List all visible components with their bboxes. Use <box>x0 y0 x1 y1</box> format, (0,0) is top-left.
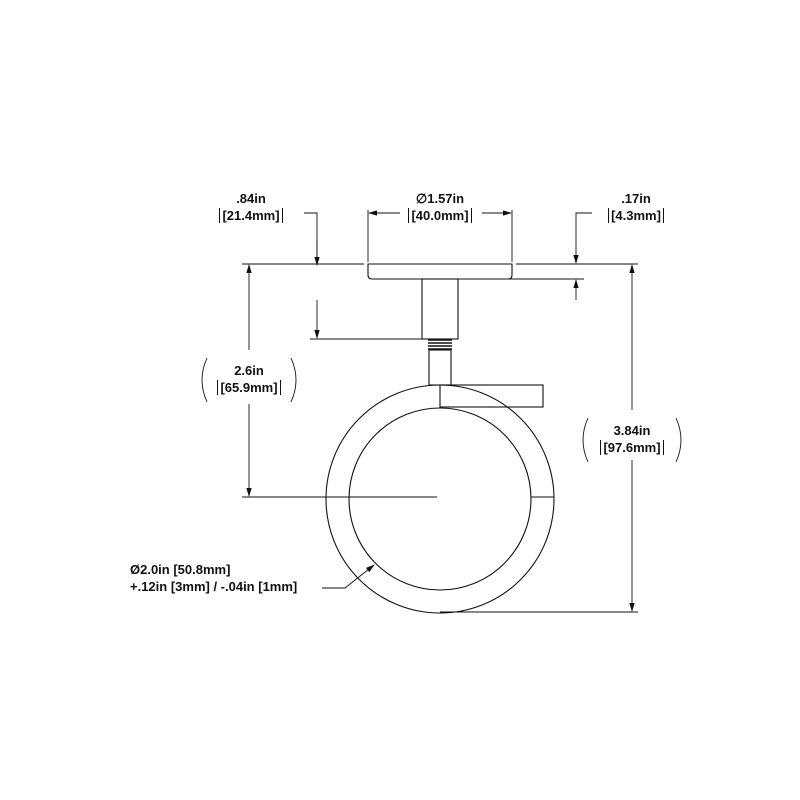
ring-outer <box>325 384 555 614</box>
plate-thickness-in: .17in <box>621 191 651 206</box>
stem-length-label: .84in [21.4mm] <box>214 190 288 224</box>
rod <box>428 349 452 386</box>
ring-center-drop-mm: [65.9mm] <box>217 380 281 395</box>
overall-height-in: 3.84in <box>613 423 651 438</box>
overall-height-mm: [97.6mm] <box>600 440 664 455</box>
ring-center-drop-in: 2.6in <box>234 363 264 378</box>
thread <box>428 339 452 350</box>
stem-post <box>421 278 459 340</box>
part-outline <box>325 263 555 614</box>
plate-thickness-label: .17in [4.3mm] <box>600 190 672 224</box>
stem-length-in: .84in <box>236 191 266 206</box>
ring-inner <box>348 407 532 591</box>
ring-clamp-bar <box>439 384 544 408</box>
plate-diameter-mm: [40.0mm] <box>408 208 472 223</box>
mounting-plate <box>367 263 513 280</box>
overall-height-label: 3.84in [97.6mm] <box>592 422 672 456</box>
plate-diameter-in: ∅1.57in <box>415 191 465 206</box>
ring-center-drop-label: 2.6in [65.9mm] <box>210 362 288 396</box>
ring-diameter-line1: Ø2.0in [50.8mm] <box>130 562 231 577</box>
plate-diameter-label: ∅1.57in [40.0mm] <box>400 190 480 224</box>
plate-thickness-mm: [4.3mm] <box>608 208 664 223</box>
stem-length-mm: [21.4mm] <box>219 208 283 223</box>
ring-diameter-label: Ø2.0in [50.8mm] +.12in [3mm] / -.04in [1… <box>130 561 297 595</box>
ring-diameter-tolerance: +.12in [3mm] / -.04in [1mm] <box>130 579 298 594</box>
dimension-lines <box>201 210 682 613</box>
